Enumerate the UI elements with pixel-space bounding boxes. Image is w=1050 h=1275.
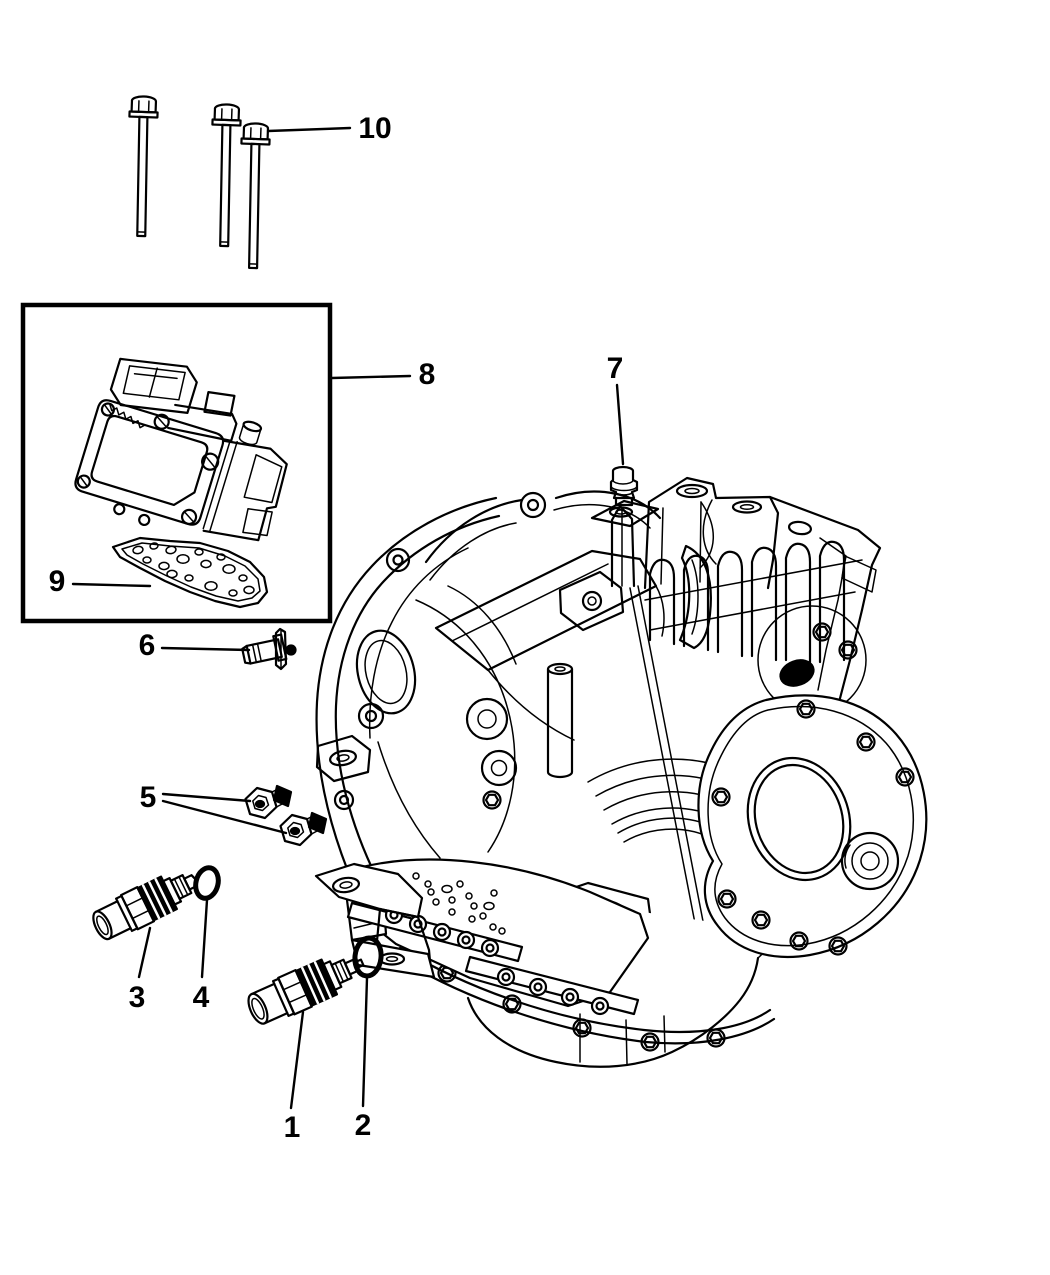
- pin-sensor-illustration: [241, 627, 297, 671]
- callout-2: 2: [355, 976, 372, 1142]
- solenoid-module-illustration: [74, 357, 288, 542]
- callout-label-4: 4: [193, 981, 210, 1014]
- inset-box: [20, 302, 333, 624]
- bell-housing: [315, 491, 547, 888]
- cover-bolt: [789, 931, 809, 951]
- callout-label-5: 5: [140, 781, 157, 814]
- callout-label-10: 10: [358, 112, 391, 145]
- callout-4: 4: [193, 898, 210, 1014]
- differential-cover: [697, 694, 928, 959]
- bolt-1: [128, 95, 159, 238]
- pan-bolt: [502, 994, 522, 1014]
- fitting-a: [244, 784, 293, 820]
- case-bolt: [482, 790, 502, 810]
- o-ring-2-illustration: [352, 935, 384, 979]
- pan-bolt: [640, 1032, 660, 1052]
- callout-label-8: 8: [419, 358, 436, 391]
- transaxle-assembly-illustration: [314, 476, 928, 1068]
- callout-label-9: 9: [49, 565, 66, 598]
- o-ring-4-illustration: [193, 865, 221, 901]
- vent-illustration: [609, 465, 639, 507]
- cover-bolt: [717, 889, 737, 909]
- rail-bosses: [496, 967, 610, 1016]
- fitting-b: [279, 811, 328, 847]
- callout-label-7: 7: [607, 352, 624, 385]
- flange-bolt: [812, 622, 832, 642]
- cover-bolt: [711, 787, 731, 807]
- callout-1: 1: [284, 1010, 305, 1144]
- callout-6: 6: [139, 629, 251, 662]
- cover-bolt: [856, 732, 876, 752]
- callouts: 1 2 3 4 5 6 7 8: [49, 112, 625, 1144]
- cover-bolt: [796, 699, 816, 719]
- bolt-set-illustration: [128, 95, 271, 270]
- callout-label-3: 3: [129, 981, 146, 1014]
- flange-bolt: [838, 640, 858, 660]
- callout-3: 3: [129, 926, 152, 1014]
- sensor-3-illustration: [92, 873, 198, 941]
- callout-8: 8: [330, 358, 436, 391]
- callout-label-6: 6: [139, 629, 156, 662]
- callout-9: 9: [49, 565, 152, 598]
- bolt-2: [211, 103, 242, 248]
- cooler-fins: [644, 540, 863, 664]
- sensor-1-illustration: [247, 958, 365, 1025]
- callout-label-2: 2: [355, 1109, 372, 1142]
- callout-label-1: 1: [284, 1111, 301, 1144]
- pan-bolt: [706, 1028, 726, 1048]
- fittings-illustration: [244, 784, 328, 847]
- callout-5: 5: [140, 781, 288, 835]
- cover-bolt: [828, 936, 848, 956]
- gasket-illustration: [111, 536, 269, 609]
- bolt-3: [240, 122, 271, 270]
- pan-bolt: [572, 1018, 592, 1038]
- mount-foot: [314, 862, 436, 979]
- cover-bolt: [895, 767, 915, 787]
- callout-10: 10: [266, 112, 392, 145]
- cover-bolt: [751, 910, 771, 930]
- callout-7: 7: [607, 352, 625, 466]
